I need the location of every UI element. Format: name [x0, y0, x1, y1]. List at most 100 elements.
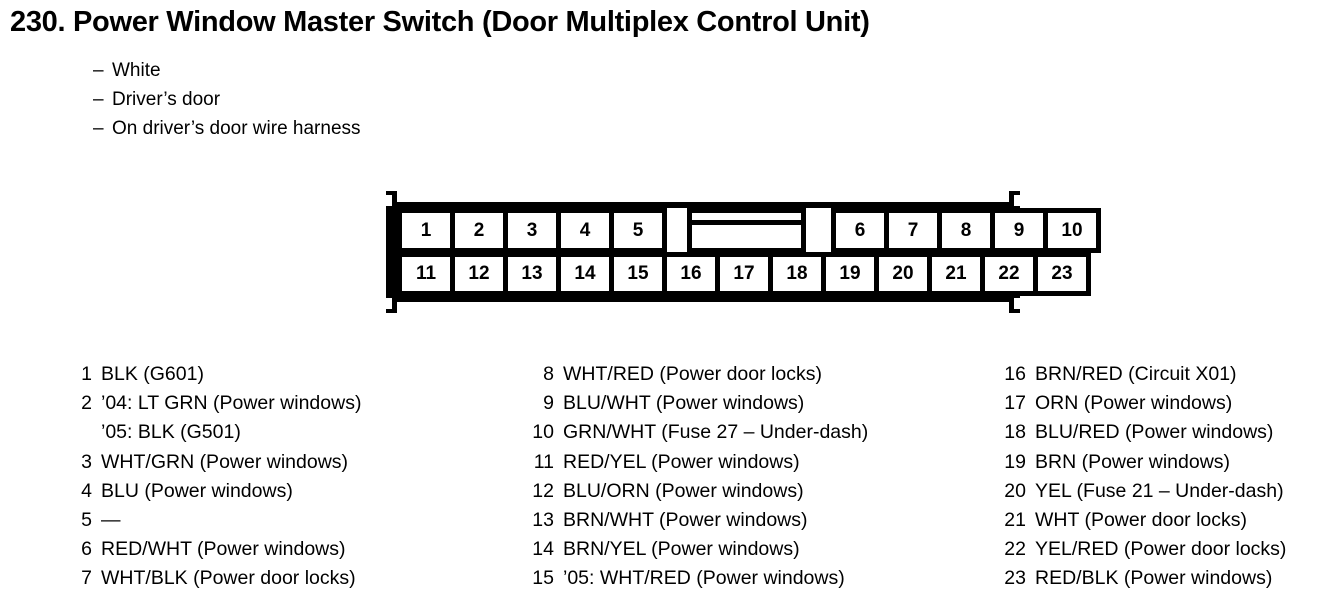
connector-frame-top	[397, 202, 1009, 208]
connector-left-rail	[386, 191, 397, 313]
connector-pin-5[interactable]: 5	[609, 208, 667, 253]
connector-pin-label: 5	[632, 219, 644, 241]
dash-bullet-icon: –	[93, 89, 104, 110]
connector-pin-7[interactable]: 7	[884, 208, 942, 253]
connector-pin-1[interactable]: 1	[397, 208, 455, 253]
connector-pin-label: 8	[960, 219, 972, 241]
connector-note-text: On driver’s door wire harness	[112, 118, 361, 139]
pin-list-item: 6 RED/WHT (Power windows)	[66, 535, 361, 564]
connector-pin-22[interactable]: 22	[980, 252, 1038, 296]
pin-number: 19	[1004, 450, 1026, 473]
connector-pin-9[interactable]: 9	[990, 208, 1048, 253]
pin-list-item: 4 BLU (Power windows)	[66, 477, 361, 506]
connector-pin-2[interactable]: 2	[450, 208, 508, 253]
connector-pin-label: 14	[574, 263, 596, 284]
pin-list-item: 23 RED/BLK (Power windows)	[1000, 564, 1286, 593]
pin-number: 9	[543, 392, 554, 415]
pin-number: 5	[81, 509, 92, 532]
connector-notes: –White –Driver’s door –On driver’s door …	[93, 56, 361, 143]
connector-pin-label: 10	[1061, 219, 1083, 241]
connector-pin-17[interactable]: 17	[715, 252, 773, 296]
pin-description: RED/YEL (Power windows)	[563, 450, 800, 473]
connector-pin-label: 6	[854, 219, 866, 241]
pin-description: RED/BLK (Power windows)	[1035, 567, 1273, 590]
connector-pin-18[interactable]: 18	[768, 252, 826, 296]
connector-pin-21[interactable]: 21	[927, 252, 985, 296]
connector-left-notch-top	[386, 195, 392, 206]
connector-note-text: White	[112, 60, 161, 81]
pin-description: ’05: BLK (G501)	[101, 421, 241, 444]
pin-description: YEL/RED (Power door locks)	[1035, 538, 1287, 561]
connector-pin-label: 12	[468, 263, 490, 284]
connector-pin-4[interactable]: 4	[556, 208, 614, 253]
connector-pin-11[interactable]: 11	[397, 252, 455, 296]
pin-number: 4	[81, 479, 92, 502]
connector-pin-6[interactable]: 6	[831, 208, 889, 253]
connector-pin-15[interactable]: 15	[609, 252, 667, 296]
pin-number: 12	[532, 479, 554, 502]
connector-pin-12[interactable]: 12	[450, 252, 508, 296]
pin-description: ’05: WHT/RED (Power windows)	[563, 567, 845, 590]
pin-number: 7	[81, 567, 92, 590]
pin-number: 23	[1004, 567, 1026, 590]
pin-description: GRN/WHT (Fuse 27 – Under-dash)	[563, 421, 869, 444]
pin-description: BRN/RED (Circuit X01)	[1035, 363, 1237, 385]
pin-list-item: ’05: BLK (G501)	[66, 418, 361, 447]
connector-pin-10[interactable]: 10	[1043, 208, 1101, 253]
pin-number: 20	[1004, 479, 1026, 502]
pin-list-item: 17 ORN (Power windows)	[1000, 389, 1286, 418]
connector-gap-right	[806, 208, 831, 253]
connector-pin-label: 3	[526, 219, 538, 241]
pin-number: 16	[1004, 363, 1026, 385]
pin-number: 3	[81, 450, 92, 473]
pin-description: RED/WHT (Power windows)	[101, 538, 346, 561]
connector-pin-16[interactable]: 16	[662, 252, 720, 296]
connector-pin-23[interactable]: 23	[1033, 252, 1091, 296]
pin-list-item: 19 BRN (Power windows)	[1000, 448, 1286, 477]
connector-pin-19[interactable]: 19	[821, 252, 879, 296]
pin-list-column-3: 16 BRN/RED (Circuit X01) 17 ORN (Power wind…	[1000, 360, 1286, 594]
connector-pin-3[interactable]: 3	[503, 208, 561, 253]
pin-number: 11	[533, 450, 554, 473]
connector-pin-label: 4	[579, 219, 591, 241]
pin-description: WHT/GRN (Power windows)	[101, 450, 349, 473]
pin-description: ’04: LT GRN (Power windows)	[101, 392, 362, 415]
connector-right-notch-top	[1014, 195, 1020, 206]
connector-pin-label: 15	[627, 263, 649, 284]
connector-keyway-slot	[687, 208, 806, 253]
connector-pin-14[interactable]: 14	[556, 252, 614, 296]
pin-number: 2	[81, 392, 92, 415]
pin-number: 17	[1004, 392, 1026, 415]
pin-number: 6	[81, 538, 92, 561]
pin-description: WHT/RED (Power door locks)	[563, 363, 822, 385]
pin-description: YEL (Fuse 21 – Under-dash)	[1035, 479, 1284, 502]
pin-description: BRN (Power windows)	[1035, 450, 1231, 473]
connector-pin-20[interactable]: 20	[874, 252, 932, 296]
connector-pin-label: 18	[786, 263, 808, 284]
connector-pin-13[interactable]: 13	[503, 252, 561, 296]
pin-description: ORN (Power windows)	[1035, 392, 1233, 415]
connector-pin-label: 11	[415, 263, 437, 284]
pin-list-item: 20 YEL (Fuse 21 – Under-dash)	[1000, 477, 1286, 506]
connector-pin-label: 21	[945, 263, 967, 284]
pin-number: 21	[1004, 509, 1026, 532]
connector-pin-8[interactable]: 8	[937, 208, 995, 253]
pin-list-item: 11 RED/YEL (Power windows)	[528, 448, 868, 477]
connector-pin-label: 23	[1051, 263, 1073, 284]
connector-pin-label: 2	[473, 219, 485, 241]
pin-description: BLU/RED (Power windows)	[1035, 421, 1274, 444]
pin-description: BLU (Power windows)	[101, 479, 293, 502]
pin-number: 14	[532, 538, 554, 561]
connector-pin-label: 17	[733, 263, 755, 284]
